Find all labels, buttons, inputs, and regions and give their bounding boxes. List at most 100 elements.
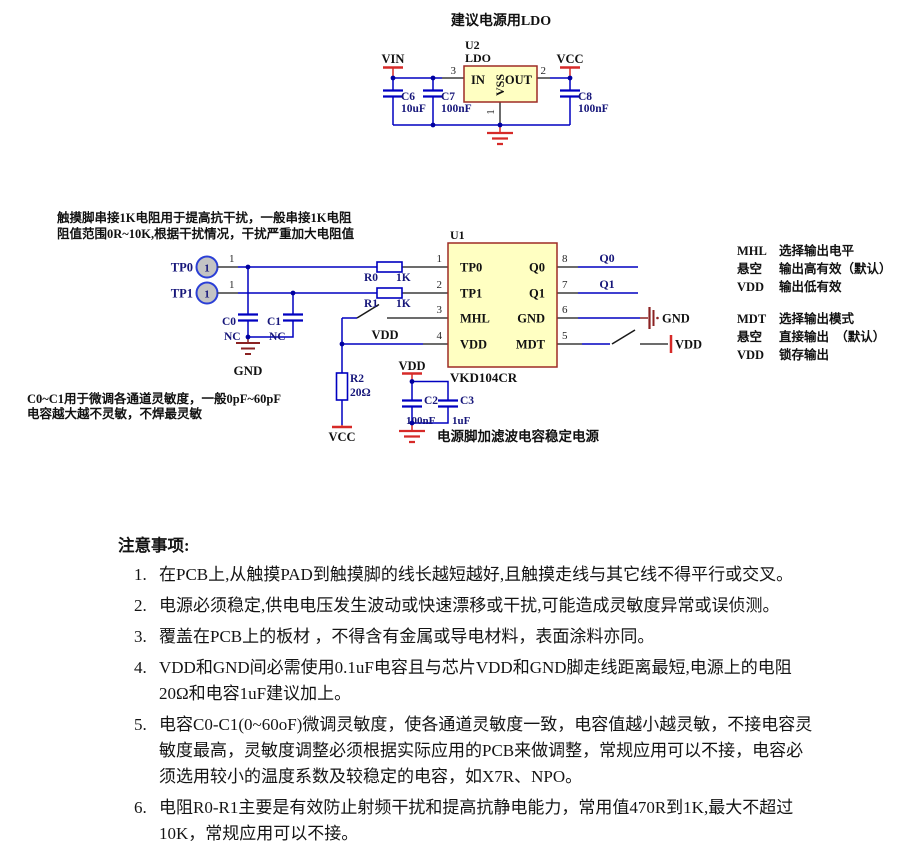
notes-section: 注意事项: 1. 在PCB上,从触摸PAD到触摸脚的线长越短越好,且触摸走线与其… — [118, 532, 838, 847]
capacitor-c3: C3 1uF — [452, 395, 474, 427]
vdd-net-label-c2: VDD — [398, 359, 425, 373]
tp1-inner-pin: 1 — [204, 289, 210, 301]
sensitivity-annotation: C0~C1用于微调各通道灵敏度，一般0pF~60pF 电容越大越不灵敏，不焊最灵… — [27, 392, 281, 422]
tp0-inner-pin: 1 — [204, 263, 210, 275]
c6-value: 10uF — [401, 103, 426, 115]
note-item: 1. 在PCB上,从触摸PAD到触摸脚的线长越短越好,且触摸走线与其它线不得平行… — [118, 562, 838, 588]
capacitor-c8: C8 100nF — [578, 91, 609, 115]
u1-pin-num-4: 4 — [437, 330, 443, 342]
u1-pin-num-1: 1 — [437, 253, 443, 265]
note-number: 1. — [134, 565, 147, 584]
vcc-power-flag-icon-r2 — [332, 425, 352, 429]
ldo-chip-u2: U2 LDO IN OUT VSS 3 2 1 — [451, 38, 547, 115]
c1-value: NC — [269, 331, 286, 343]
mdt-switch-icon — [611, 329, 636, 345]
touch-annotation-line2: 阻值范围0R~10K,根据干扰情况，干扰严重加大电阻值 — [57, 227, 355, 241]
legend-row: MHL 选择输出电平 — [737, 242, 917, 260]
r0-ref: R0 — [364, 272, 378, 284]
c1-ref: C1 — [267, 316, 281, 328]
vdd-net-label-pin4: VDD — [371, 328, 398, 342]
legend-term: MDT — [737, 312, 767, 326]
vcc-net-label: VCC — [556, 52, 583, 66]
resistor-r2: R2 20Ω — [335, 372, 371, 401]
note-item: 6. 电阻R0-R1主要是有效防止射频干扰和提高抗静电能力，常用值470R到1K… — [118, 795, 838, 847]
note-text: VDD和GND间必需使用0.1uF电容且与芯片VDD和GND脚走线距离最短,电源… — [159, 658, 792, 703]
legend-desc: 选择输出电平 — [779, 244, 855, 258]
u2-pin-number-vss: 1 — [485, 109, 497, 115]
note-number: 5. — [134, 715, 147, 734]
notes-title: 注意事项: — [118, 536, 190, 555]
u2-pin-out: OUT — [505, 73, 533, 87]
u1-pin-num-2: 2 — [437, 279, 443, 291]
u1-pin-num-8: 8 — [562, 253, 568, 265]
c6-ref: C6 — [401, 91, 415, 103]
u1-pin-name-q1: Q1 — [529, 287, 545, 301]
note-item: 3. 覆盖在PCB上的板材 ，不得含有金属或导电材料，表面涂料亦同。 — [118, 624, 838, 650]
legend-desc: 输出高有效（默认） — [779, 262, 892, 276]
legend-desc: 直接输出 （默认） — [779, 330, 886, 344]
note-number: 6. — [134, 798, 147, 817]
legend-row: 悬空 输出高有效（默认） — [737, 260, 917, 278]
ldo-pin-stubs — [442, 77, 550, 125]
r1-ref: R1 — [364, 298, 378, 310]
capacitor-plates-main — [238, 313, 458, 408]
schematic-canvas: 建议电源用LDO VIN VCC U2 LDO IN OUT VSS 3 2 1… — [171, 12, 702, 444]
note-text: 在PCB上,从触摸PAD到触摸脚的线长越短越好,且触摸走线与其它线不得平行或交叉… — [159, 565, 794, 584]
tp0-label: TP0 — [171, 261, 193, 275]
filter-cap-annotation: 电源脚加滤波电容稳定电源 — [437, 429, 599, 444]
c7-ref: C7 — [441, 91, 455, 103]
capacitor-c0: C0 NC — [222, 316, 241, 343]
vdd-net-label-pin5: VDD — [675, 338, 702, 352]
gnd-bar-dot — [656, 316, 659, 320]
u2-type: LDO — [465, 51, 491, 65]
tp0-pin-number: 1 — [229, 253, 235, 265]
r1-value: 1K — [396, 298, 411, 310]
tp1-pin-number: 1 — [229, 279, 235, 291]
q1-net-label: Q1 — [599, 277, 614, 291]
u1-pin-num-6: 6 — [562, 304, 568, 316]
r2-ref: R2 — [350, 373, 364, 385]
u1-pin-num-3: 3 — [437, 304, 443, 316]
pin-function-legend: MHL 选择输出电平 悬空 输出高有效（默认） VDD 输出低有效 MDT 选择… — [737, 242, 917, 364]
u1-pin-name-gnd: GND — [517, 312, 545, 326]
gnd-bar-icon — [640, 307, 655, 329]
legend-desc: 锁存输出 — [779, 348, 830, 362]
note-item: 2. 电源必须稳定,供电电压发生波动或快速漂移或干扰,可能造成灵敏度异常或误侦测… — [118, 593, 838, 619]
resistor-r0: R0 1K — [364, 261, 411, 284]
u1-pin-num-7: 7 — [562, 279, 568, 291]
note-item: 5. 电容C0-C1(0~60oF)微调灵敏度，使各通道灵敏度一致，电容值越小越… — [118, 712, 838, 790]
u2-pin-number-in: 3 — [451, 65, 457, 77]
capacitor-plates-ldo — [383, 89, 580, 98]
sensitivity-annotation-line2: 电容越大越不灵敏，不焊最灵敏 — [27, 407, 203, 421]
connector-tp0: 1 TP0 1 — [171, 253, 235, 279]
earth-ground-icon-ldo — [487, 125, 513, 146]
connector-tp1: 1 TP1 1 — [171, 279, 235, 305]
u2-pin-in: IN — [471, 73, 485, 87]
tp1-label: TP1 — [171, 287, 193, 301]
legend-row: VDD 锁存输出 — [737, 346, 917, 364]
sensitivity-annotation-line1: C0~C1用于微调各通道灵敏度，一般0pF~60pF — [27, 392, 281, 406]
u1-pin-name-mdt: MDT — [516, 338, 546, 352]
note-text: 覆盖在PCB上的板材 ，不得含有金属或导电材料，表面涂料亦同。 — [159, 627, 655, 646]
r0-value: 1K — [396, 272, 411, 284]
c3-value: 1uF — [452, 415, 471, 427]
legend-desc: 输出低有效 — [779, 280, 842, 294]
legend-term: 悬空 — [737, 330, 763, 344]
note-text: 电容C0-C1(0~60oF)微调灵敏度，使各通道灵敏度一致，电容值越小越灵敏，… — [159, 715, 813, 786]
u2-pin-number-out: 2 — [541, 65, 547, 77]
gnd-net-label-pin6: GND — [662, 312, 690, 326]
touch-annotation-line1: 触摸脚串接1K电阻用于提高抗干扰，一般串接1K电阻 — [57, 211, 352, 225]
c7-value: 100nF — [441, 103, 472, 115]
c0-ref: C0 — [222, 316, 236, 328]
main-chip-u1: U1 VKD104CR TP0 TP1 MHL VDD Q0 Q1 GND MD… — [437, 228, 569, 385]
capacitor-c6: C6 10uF — [401, 91, 426, 115]
main-wires — [238, 266, 640, 425]
u1-pin-name-tp0: TP0 — [460, 261, 482, 275]
u1-part: VKD104CR — [450, 370, 518, 385]
legend-term: VDD — [737, 280, 765, 294]
ldo-wires — [392, 77, 571, 126]
legend-term: 悬空 — [737, 262, 763, 276]
c2-value: 100nF — [406, 415, 436, 427]
junction-dots-main — [245, 264, 415, 426]
